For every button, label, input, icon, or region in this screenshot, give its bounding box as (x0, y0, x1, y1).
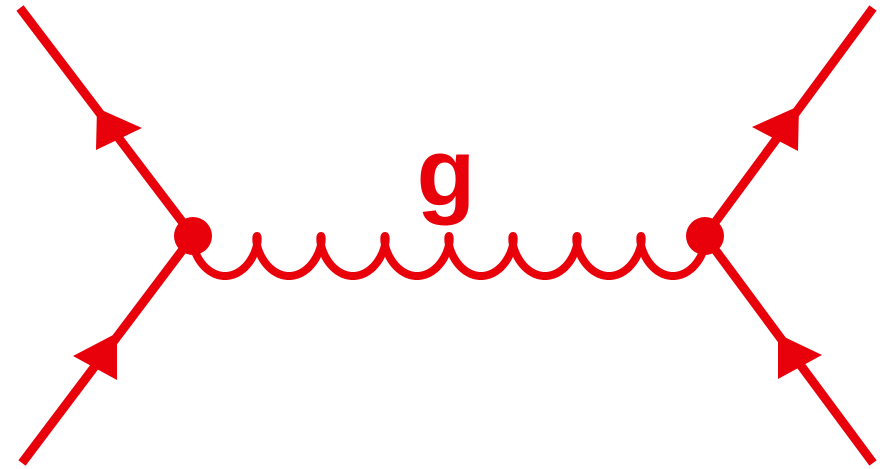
arrowhead-right-bottom (778, 334, 822, 379)
arrowhead-right-top (752, 106, 799, 151)
arrowhead-left-top (96, 108, 142, 150)
gluon-label: g (417, 119, 476, 226)
vertex-left (174, 217, 212, 255)
arrowhead-left-bottom (73, 333, 117, 380)
gluon-propagator (188, 232, 710, 280)
vertex-right (686, 217, 724, 255)
